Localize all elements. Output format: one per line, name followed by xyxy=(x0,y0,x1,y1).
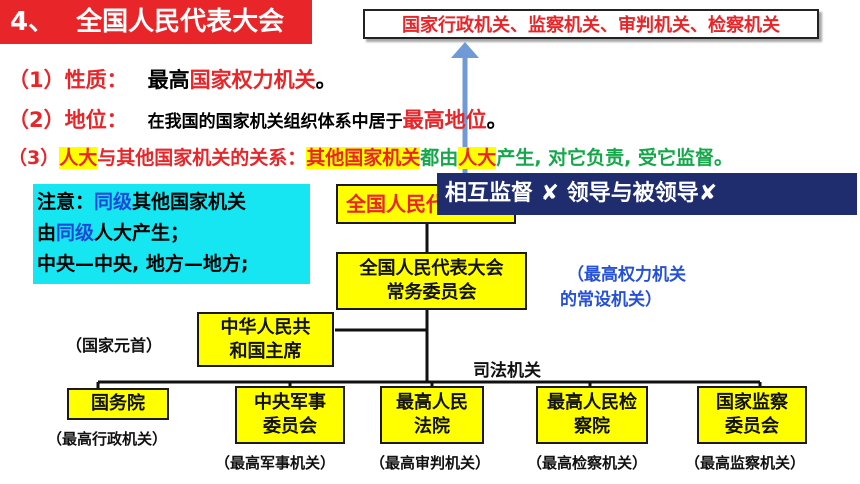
military-note: （最高军事机关） xyxy=(215,454,336,472)
president-note: （国家元首） xyxy=(66,336,163,355)
relation-npc-2: 人大 xyxy=(458,147,497,169)
procuratorate-box: 最高人民检 察院 xyxy=(536,386,648,444)
status-text-b: 。 xyxy=(486,108,508,132)
section-title: 4、全国人民代表大会 xyxy=(0,0,312,44)
property-text-a: 最高 xyxy=(147,68,190,92)
relation-label: （3） xyxy=(8,147,60,169)
note-l2-b: 人大产生； xyxy=(94,222,190,244)
supreme-court-box: 最高人民 法院 xyxy=(380,386,484,444)
status-label: （2）地位： xyxy=(8,108,128,132)
note-l3: 中央—中央, 地方—地方; xyxy=(37,253,249,275)
relation-green-b: 产生, 对它负责, 受它监督。 xyxy=(496,147,733,169)
state-council-box: 国务院 xyxy=(67,388,169,420)
property-text-red: 国家权力机关 xyxy=(189,68,316,92)
supreme-court-note: （最高审判机关） xyxy=(370,454,491,472)
procuratorate-note: （最高检察机关） xyxy=(527,454,648,472)
relation-line: （3）人大与其他国家机关的关系：其他国家机关都由人大产生, 对它负责, 受它监督… xyxy=(8,143,733,170)
note-l1-b: 其他国家机关 xyxy=(132,191,247,213)
state-council-note: （最高行政机关） xyxy=(47,430,168,448)
property-label: （1）性质： xyxy=(8,68,128,92)
relation-warning-box: 相互监督 ✘ 领导与被领导✘ xyxy=(437,173,857,215)
military-commission-box: 中央军事 委员会 xyxy=(235,386,345,444)
status-line: （2）地位： 在我国的国家机关组织体系中居于最高地位。 xyxy=(8,104,508,134)
note-l2-blue: 同级 xyxy=(56,222,95,244)
note-l2-a: 由 xyxy=(37,222,57,244)
standing-committee-box: 全国人民代表大会 常务委员会 xyxy=(336,252,527,310)
property-text-b: 。 xyxy=(315,68,337,92)
relation-mid: 与其他国家机关的关系： xyxy=(97,147,307,169)
judicial-label: 司法机关 xyxy=(473,361,541,381)
supervision-note: （最高监察机关） xyxy=(685,454,806,472)
relation-npc: 人大 xyxy=(59,147,98,169)
note-l1-blue: 同级 xyxy=(94,191,133,213)
president-box: 中华人民共 和国主席 xyxy=(197,312,334,367)
state-organs-box: 国家行政机关、监察机关、审判机关、检察机关 xyxy=(363,9,819,39)
supervision-commission-box: 国家监察 委员会 xyxy=(697,386,807,444)
property-line: （1）性质： 最高国家权力机关。 xyxy=(8,64,337,94)
relation-green-a: 都由 xyxy=(420,147,459,169)
standing-note-2: 的常设机关） xyxy=(560,290,662,310)
section-heading: 全国人民代表大会 xyxy=(76,7,285,37)
note-l1-a: 注意： xyxy=(37,191,95,213)
note-box: 注意：同级其他国家机关 由同级人大产生； 中央—中央, 地方—地方; xyxy=(33,184,310,284)
section-number: 4、 xyxy=(10,7,55,37)
relation-other-organs: 其他国家机关 xyxy=(306,147,421,169)
status-text-a: 在我国的国家机关组织体系中居于 xyxy=(147,112,403,132)
standing-note-1: （最高权力机关 xyxy=(567,265,686,285)
status-text-red: 最高地位 xyxy=(402,108,487,132)
